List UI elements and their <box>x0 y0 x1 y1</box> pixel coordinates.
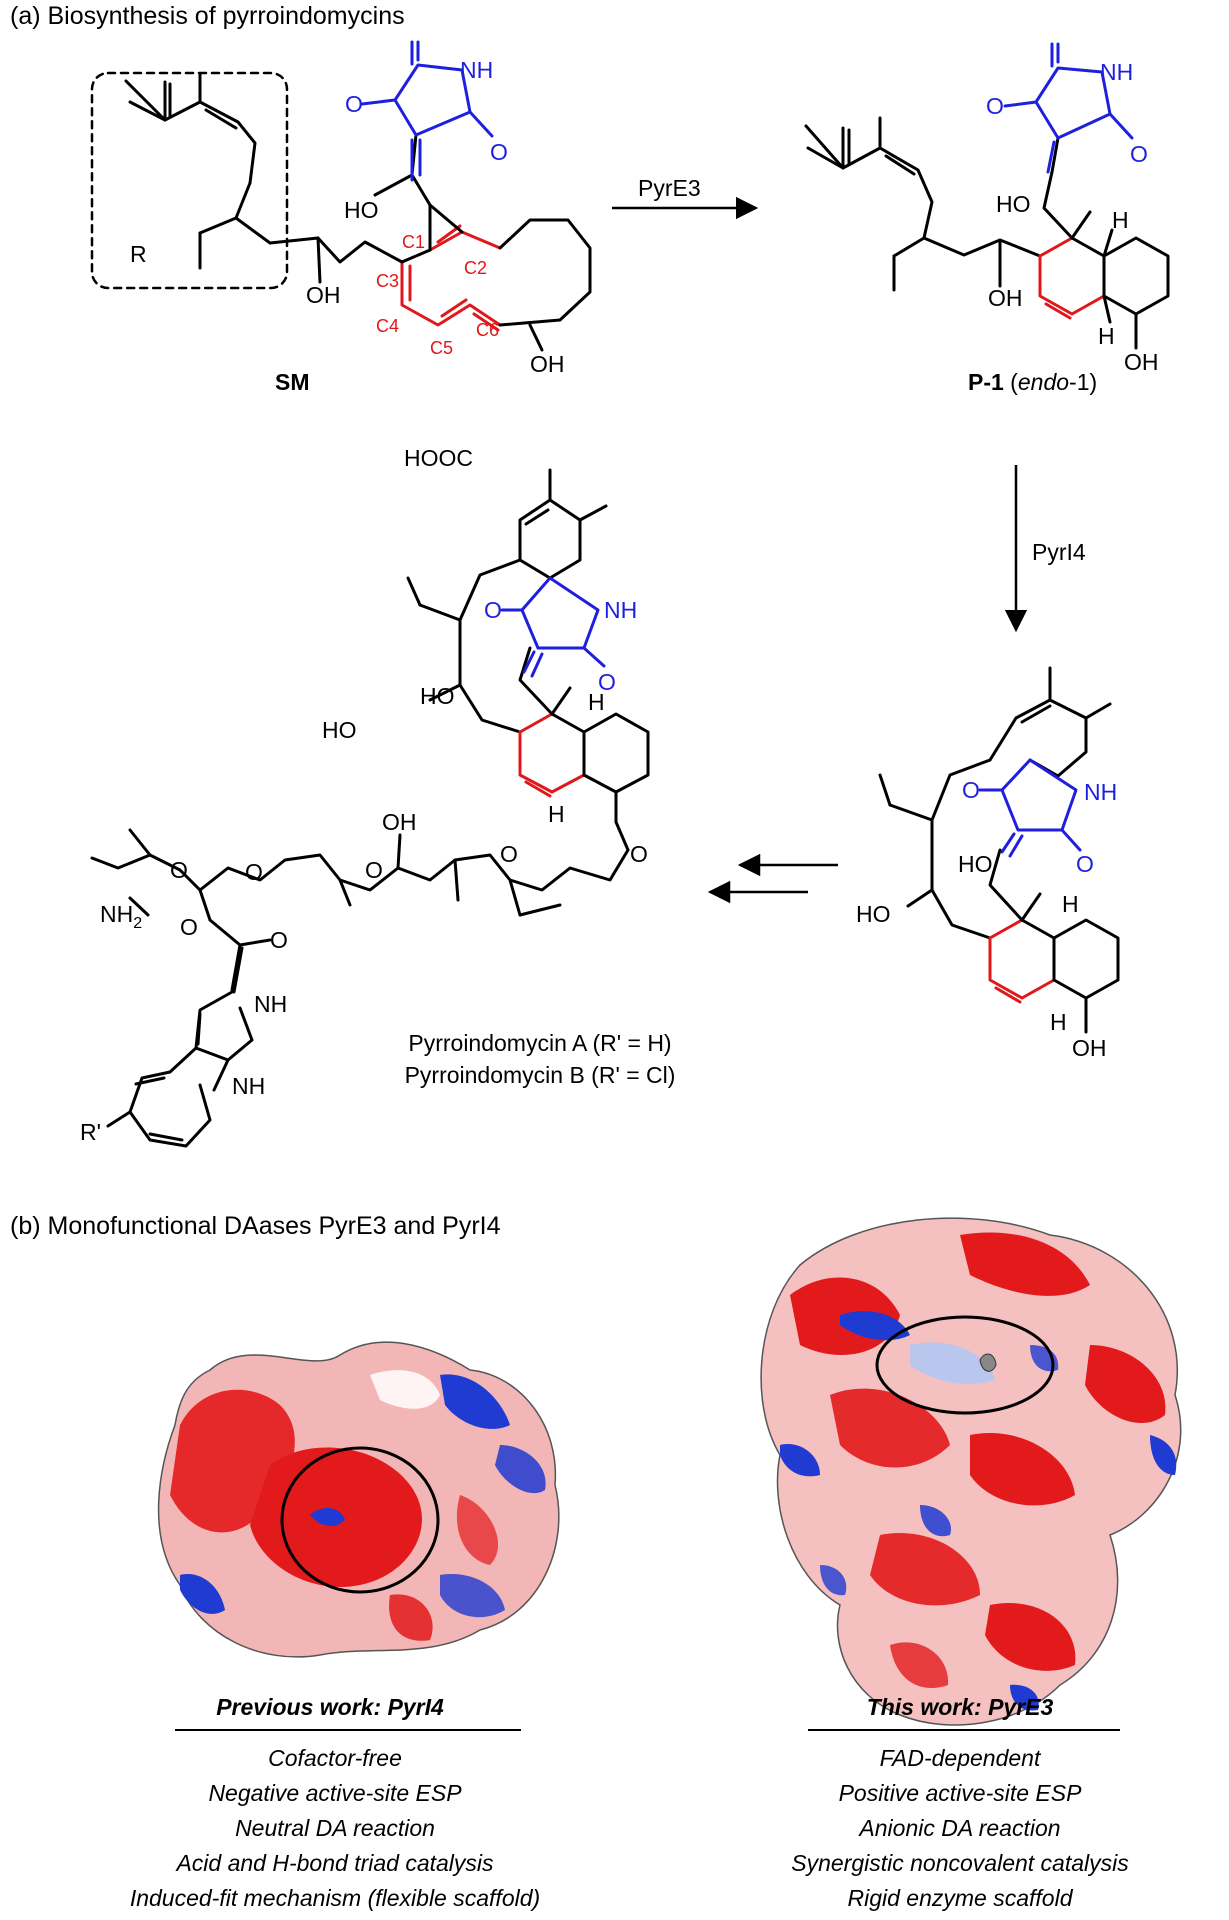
pyr-atom-nh-indole2: NH <box>232 1073 265 1099</box>
p1-structure <box>804 42 1170 350</box>
biosynthesis-scheme: O NH O HO OH OH C1 C2 C3 C4 C5 C6 R SM P… <box>80 40 1170 1148</box>
sm-atom-nh: NH <box>460 57 493 83</box>
pyr-atom-o5: O <box>365 857 383 883</box>
previous-work-list: Cofactor-free Negative active-site ESP N… <box>55 1741 615 1916</box>
this-work-title: This work: PyrE3 <box>866 1694 1054 1720</box>
product-name-b: Pyrroindomycin B (R' = Cl) <box>404 1062 676 1088</box>
pyr-atom-nh: NH <box>604 597 637 623</box>
r-group-label: R <box>130 241 147 267</box>
pyr-atom-o7: O <box>170 857 188 883</box>
pyr-atom-r-prime: R' <box>80 1119 101 1145</box>
int-atom-nh: NH <box>1084 779 1117 805</box>
carbon-label-c4: C4 <box>376 316 399 336</box>
current-item: Anionic DA reaction <box>859 1815 1061 1841</box>
carbon-label-c5: C5 <box>430 338 453 358</box>
sm-atom-ho: HO <box>344 197 379 223</box>
current-item: FAD-dependent <box>879 1745 1041 1771</box>
pyr-atom-o3: O <box>630 841 648 867</box>
sm-atom-oh1: OH <box>306 282 341 308</box>
pyr-atom-o8: O <box>180 914 198 940</box>
p1-atom-o1: O <box>986 93 1004 119</box>
pyre3-surface-image <box>760 1217 1182 1726</box>
pyr-atom-h1: H <box>588 689 605 715</box>
carbon-label-c3: C3 <box>376 271 399 291</box>
pyr-atom-o4: O <box>500 841 518 867</box>
r-group-box <box>90 71 289 290</box>
int-atom-ho1: HO <box>958 851 993 877</box>
previous-item: Negative active-site ESP <box>208 1780 462 1806</box>
this-work-list: FAD-dependent Positive active-site ESP A… <box>710 1741 1210 1916</box>
sm-atom-o1: O <box>345 91 363 117</box>
int-atom-ho2: HO <box>856 901 891 927</box>
int-atom-h1: H <box>1062 891 1079 917</box>
pyr-atom-h2: H <box>548 801 565 827</box>
int-atom-h2: H <box>1050 1009 1067 1035</box>
p1-atom-oh1: OH <box>988 285 1023 311</box>
pyr-atom-o2: O <box>598 669 616 695</box>
product-name-a: Pyrroindomycin A (R' = H) <box>408 1030 672 1056</box>
int-atom-oh: OH <box>1072 1035 1107 1061</box>
pyr-atom-o6: O <box>245 859 263 885</box>
previous-work-rule <box>175 1729 521 1731</box>
p1-atom-o2: O <box>1130 141 1148 167</box>
p1-atom-ho: HO <box>996 191 1031 217</box>
pyri4-surface-image <box>157 1341 560 1658</box>
carbon-label-c1: C1 <box>402 232 425 252</box>
enzyme-label-pyre3: PyrE3 <box>638 175 701 201</box>
spiro-intermediate-structure <box>878 666 1120 1034</box>
pyr-atom-ho1: HO <box>420 683 455 709</box>
p1-atom-h2: H <box>1098 323 1115 349</box>
previous-item: Cofactor-free <box>268 1745 402 1771</box>
p1-atom-oh2: OH <box>1124 349 1159 375</box>
current-item: Positive active-site ESP <box>838 1780 1082 1806</box>
sm-atom-oh2: OH <box>530 351 565 377</box>
sm-label: SM <box>275 369 310 395</box>
previous-work-title: Previous work: PyrI4 <box>216 1694 444 1720</box>
p1-atom-nh: NH <box>1100 59 1133 85</box>
current-item: Rigid enzyme scaffold <box>847 1885 1073 1911</box>
pyr-atom-nh2: NH2 <box>100 901 142 932</box>
previous-item: Neutral DA reaction <box>235 1815 435 1841</box>
pyr-atom-o1: O <box>484 597 502 623</box>
panel-b-title: (b) Monofunctional DAases PyrE3 and PyrI… <box>10 1212 501 1240</box>
carbon-label-c6: C6 <box>476 320 499 340</box>
int-atom-o1: O <box>962 777 980 803</box>
previous-item: Acid and H-bond triad catalysis <box>176 1850 494 1876</box>
p1-atom-h1: H <box>1112 207 1129 233</box>
pyr-atom-o9: O <box>270 927 288 953</box>
sm-atom-o2: O <box>490 139 508 165</box>
carbon-label-c2: C2 <box>464 258 487 278</box>
pyr-atom-hooc: HOOC <box>404 445 473 471</box>
panel-a-title: (a) Biosynthesis of pyrroindomycins <box>10 2 405 30</box>
enzyme-label-pyri4: PyrI4 <box>1032 539 1086 565</box>
pyrroindomycin-structure <box>90 468 650 1148</box>
pyr-atom-nh-indole1: NH <box>254 991 287 1017</box>
sm-structure <box>90 40 592 352</box>
this-work-rule <box>808 1729 1120 1731</box>
pyr-atom-oh: OH <box>382 809 417 835</box>
int-atom-o2: O <box>1076 851 1094 877</box>
pyr-atom-ho2: HO <box>322 717 357 743</box>
previous-item: Induced-fit mechanism (flexible scaffold… <box>129 1885 541 1911</box>
current-item: Synergistic noncovalent catalysis <box>791 1850 1129 1876</box>
p1-label: P-1 (endo-1) <box>968 369 1097 395</box>
